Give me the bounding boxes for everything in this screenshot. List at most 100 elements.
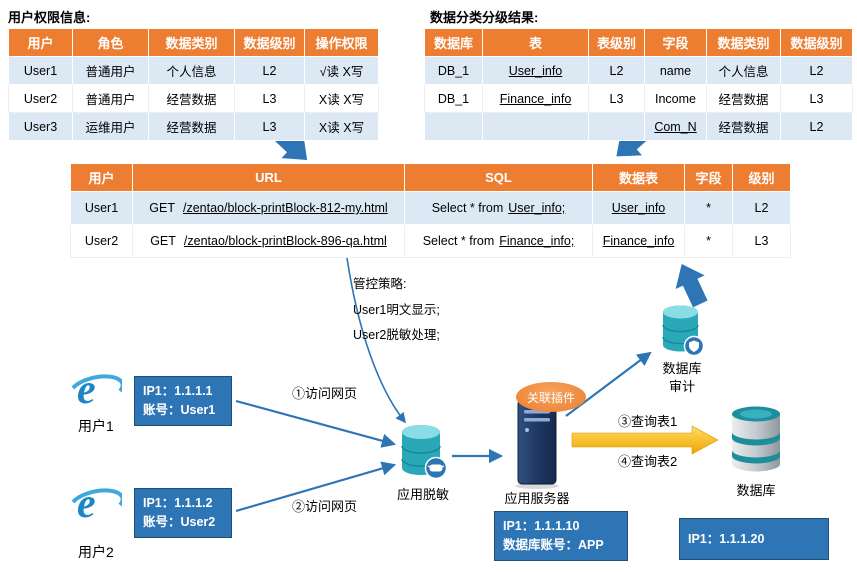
database-ip: IP1：1.1.1.20 xyxy=(688,531,765,546)
query1-label: ③查询表1 xyxy=(618,414,678,429)
user2-account: 账号：User2 xyxy=(143,514,216,529)
cell: L3 xyxy=(234,112,305,141)
cell: L2 xyxy=(234,56,305,85)
table-row: User1 GET/zentao/block-printBlock-812-my… xyxy=(70,191,791,225)
sql-table: User_info; xyxy=(508,201,566,215)
cell: DB_1 xyxy=(424,56,483,85)
data-classification-table: 数据库 表 表级别 字段 数据类别 数据级别 DB_1 User_info L2… xyxy=(424,28,853,141)
cell: * xyxy=(684,224,733,258)
header-cell: 字段 xyxy=(684,163,733,192)
ie-browser-icon: e xyxy=(70,366,122,412)
table-header-row: 用户 角色 数据类别 数据级别 操作权限 xyxy=(8,28,379,57)
cell: * xyxy=(684,191,733,225)
server-ip: IP1：1.1.1.10 xyxy=(503,519,580,533)
table-row: User1 普通用户 个人信息 L2 √读 X写 xyxy=(8,56,379,85)
plugin-label: 关联插件 xyxy=(526,390,575,405)
cell: User_info xyxy=(482,56,589,85)
cell xyxy=(482,112,589,141)
cell: X读 X写 xyxy=(304,112,379,141)
header-cell: 数据表 xyxy=(592,163,685,192)
cell: User2 xyxy=(8,84,73,113)
right-table-title: 数据分类分级结果: xyxy=(430,10,539,25)
arrow-user1-to-masking xyxy=(235,399,397,448)
database-info-box: IP1：1.1.1.20 xyxy=(679,518,829,560)
table-name: User_info xyxy=(508,63,563,78)
header-cell: URL xyxy=(132,163,405,192)
server-db-account: 数据库账号：APP xyxy=(503,537,604,552)
header-cell: 数据类别 xyxy=(706,28,781,57)
table-name: User_info xyxy=(611,201,666,215)
database-icon xyxy=(727,404,785,476)
server-info-box: IP1：1.1.1.10 数据库账号：APP xyxy=(494,511,628,561)
cell: 运维用户 xyxy=(72,112,149,141)
cell xyxy=(424,112,483,141)
cell: L2 xyxy=(780,112,853,141)
block-arrow-audit-up xyxy=(675,264,708,308)
header-cell: 级别 xyxy=(732,163,791,192)
left-table-title: 用户权限信息: xyxy=(8,10,91,25)
cell: L2 xyxy=(732,191,791,225)
table-row: DB_1 User_info L2 name 个人信息 L2 xyxy=(424,56,853,85)
header-cell: 数据级别 xyxy=(234,28,305,57)
cell: 普通用户 xyxy=(72,84,149,113)
field-name: Com_N xyxy=(654,119,697,134)
cell: L2 xyxy=(780,56,853,85)
db-audit-label: 数据库 审计 xyxy=(652,360,712,395)
http-method: GET xyxy=(149,201,175,215)
app-masking-icon xyxy=(398,422,448,482)
user1-ip: IP1：1.1.1.1 xyxy=(143,384,213,398)
header-cell: 数据库 xyxy=(424,28,483,57)
arrow-query-gold xyxy=(571,425,719,455)
cell: L2 xyxy=(588,56,645,85)
header-cell: SQL xyxy=(404,163,593,192)
user2-ip: IP1：1.1.1.2 xyxy=(143,496,213,510)
db-audit-line2: 审计 xyxy=(668,378,695,394)
cell: 经营数据 xyxy=(706,112,781,141)
header-cell: 数据级别 xyxy=(780,28,853,57)
cell: X读 X写 xyxy=(304,84,379,113)
cell: User2 xyxy=(70,224,133,258)
cell: User_info xyxy=(592,191,685,225)
arrow-table-to-masking xyxy=(346,257,406,424)
access-mapping-table: 用户 URL SQL 数据表 字段 级别 User1 GET/zentao/bl… xyxy=(70,163,791,258)
header-cell: 表级别 xyxy=(588,28,645,57)
cell: L3 xyxy=(780,84,853,113)
user2-info-box: IP1：1.1.1.2 账号：User2 xyxy=(134,488,232,538)
cell: √读 X写 xyxy=(304,56,379,85)
policy-line: 管控策略: xyxy=(353,277,407,291)
cell: 经营数据 xyxy=(148,112,235,141)
cell: 个人信息 xyxy=(148,56,235,85)
cell: User1 xyxy=(70,191,133,225)
sql-text: Select * from xyxy=(422,234,495,248)
cell: L3 xyxy=(732,224,791,258)
arrow-user2-to-masking xyxy=(235,461,397,513)
sql-table: Finance_info; xyxy=(499,234,575,248)
cell: DB_1 xyxy=(424,84,483,113)
url-path: /zentao/block-printBlock-896-qa.html xyxy=(183,234,387,248)
user2-label: 用户2 xyxy=(78,544,114,560)
user-permission-table: 用户 角色 数据类别 数据级别 操作权限 User1 普通用户 个人信息 L2 … xyxy=(8,28,379,141)
cell: Com_N xyxy=(644,112,707,141)
arrow-server-to-audit xyxy=(565,351,652,417)
header-cell: 字段 xyxy=(644,28,707,57)
cell: 普通用户 xyxy=(72,56,149,85)
table-header-row: 数据库 表 表级别 字段 数据类别 数据级别 xyxy=(424,28,853,57)
cell: Finance_info xyxy=(482,84,589,113)
table-row: Com_N 经营数据 L2 xyxy=(424,112,853,141)
table-name: Finance_info xyxy=(602,234,675,248)
table-row: User2 GET/zentao/block-printBlock-896-qa… xyxy=(70,224,791,258)
cell xyxy=(588,112,645,141)
step2-label: ②访问网页 xyxy=(292,499,358,514)
table-row: User2 普通用户 经营数据 L3 X读 X写 xyxy=(8,84,379,113)
cell: 经营数据 xyxy=(148,84,235,113)
cell: L3 xyxy=(234,84,305,113)
policy-note: 管控策略: User1明文显示; User2脱敏处理; xyxy=(353,272,440,349)
header-cell: 操作权限 xyxy=(304,28,379,57)
query2-label: ④查询表2 xyxy=(618,454,678,469)
table-row: User3 运维用户 经营数据 L3 X读 X写 xyxy=(8,112,379,141)
ie-browser-icon: e xyxy=(70,480,122,526)
policy-line: User1明文显示; xyxy=(353,302,440,317)
cell: User3 xyxy=(8,112,73,141)
policy-line: User2脱敏处理; xyxy=(353,328,440,343)
